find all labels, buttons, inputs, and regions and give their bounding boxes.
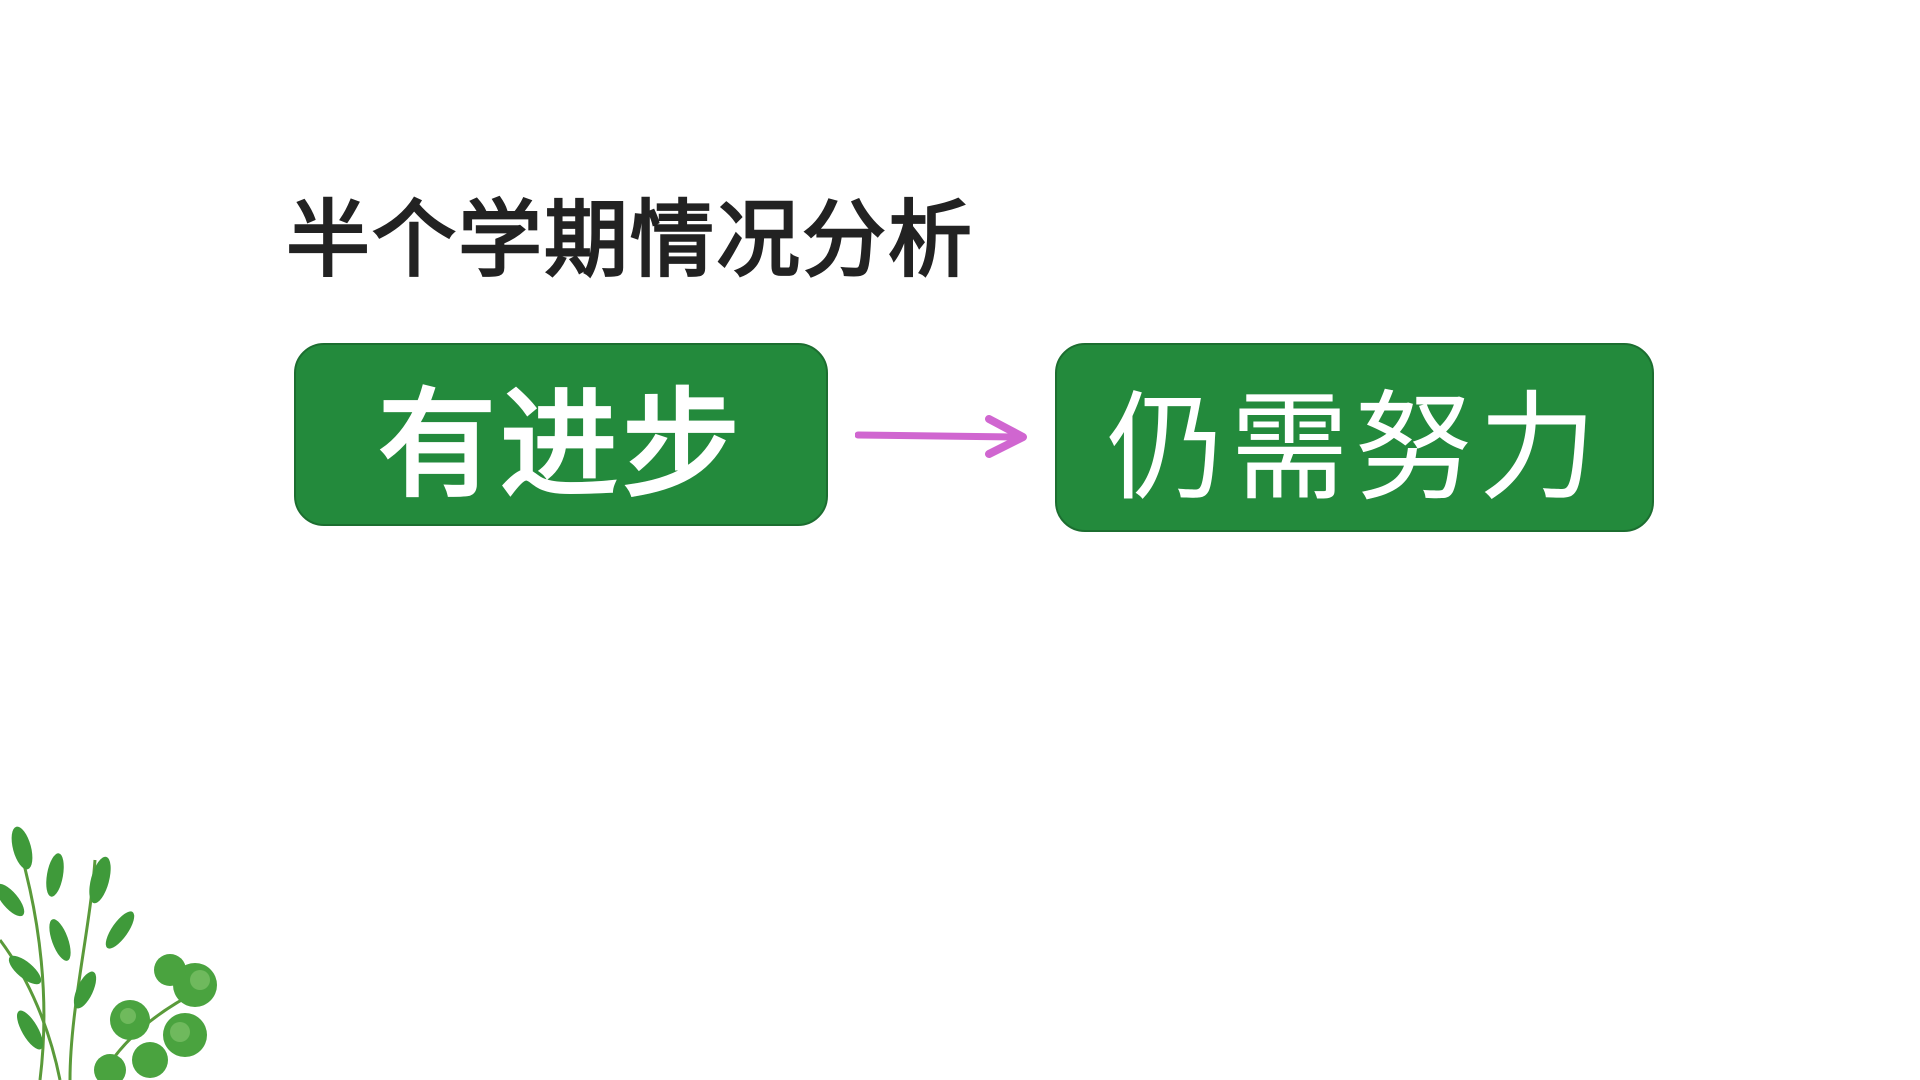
- arrow-right-icon: [855, 415, 1027, 458]
- needs-effort-label: 仍需努力: [1106, 379, 1603, 517]
- needs-effort-box: 仍需努力: [1055, 343, 1654, 532]
- progress-label: 有进步: [377, 376, 744, 514]
- slide-title: 半个学期情况分析: [286, 191, 975, 289]
- plant-decoration-icon: [0, 826, 217, 1080]
- progress-box: 有进步: [294, 343, 828, 526]
